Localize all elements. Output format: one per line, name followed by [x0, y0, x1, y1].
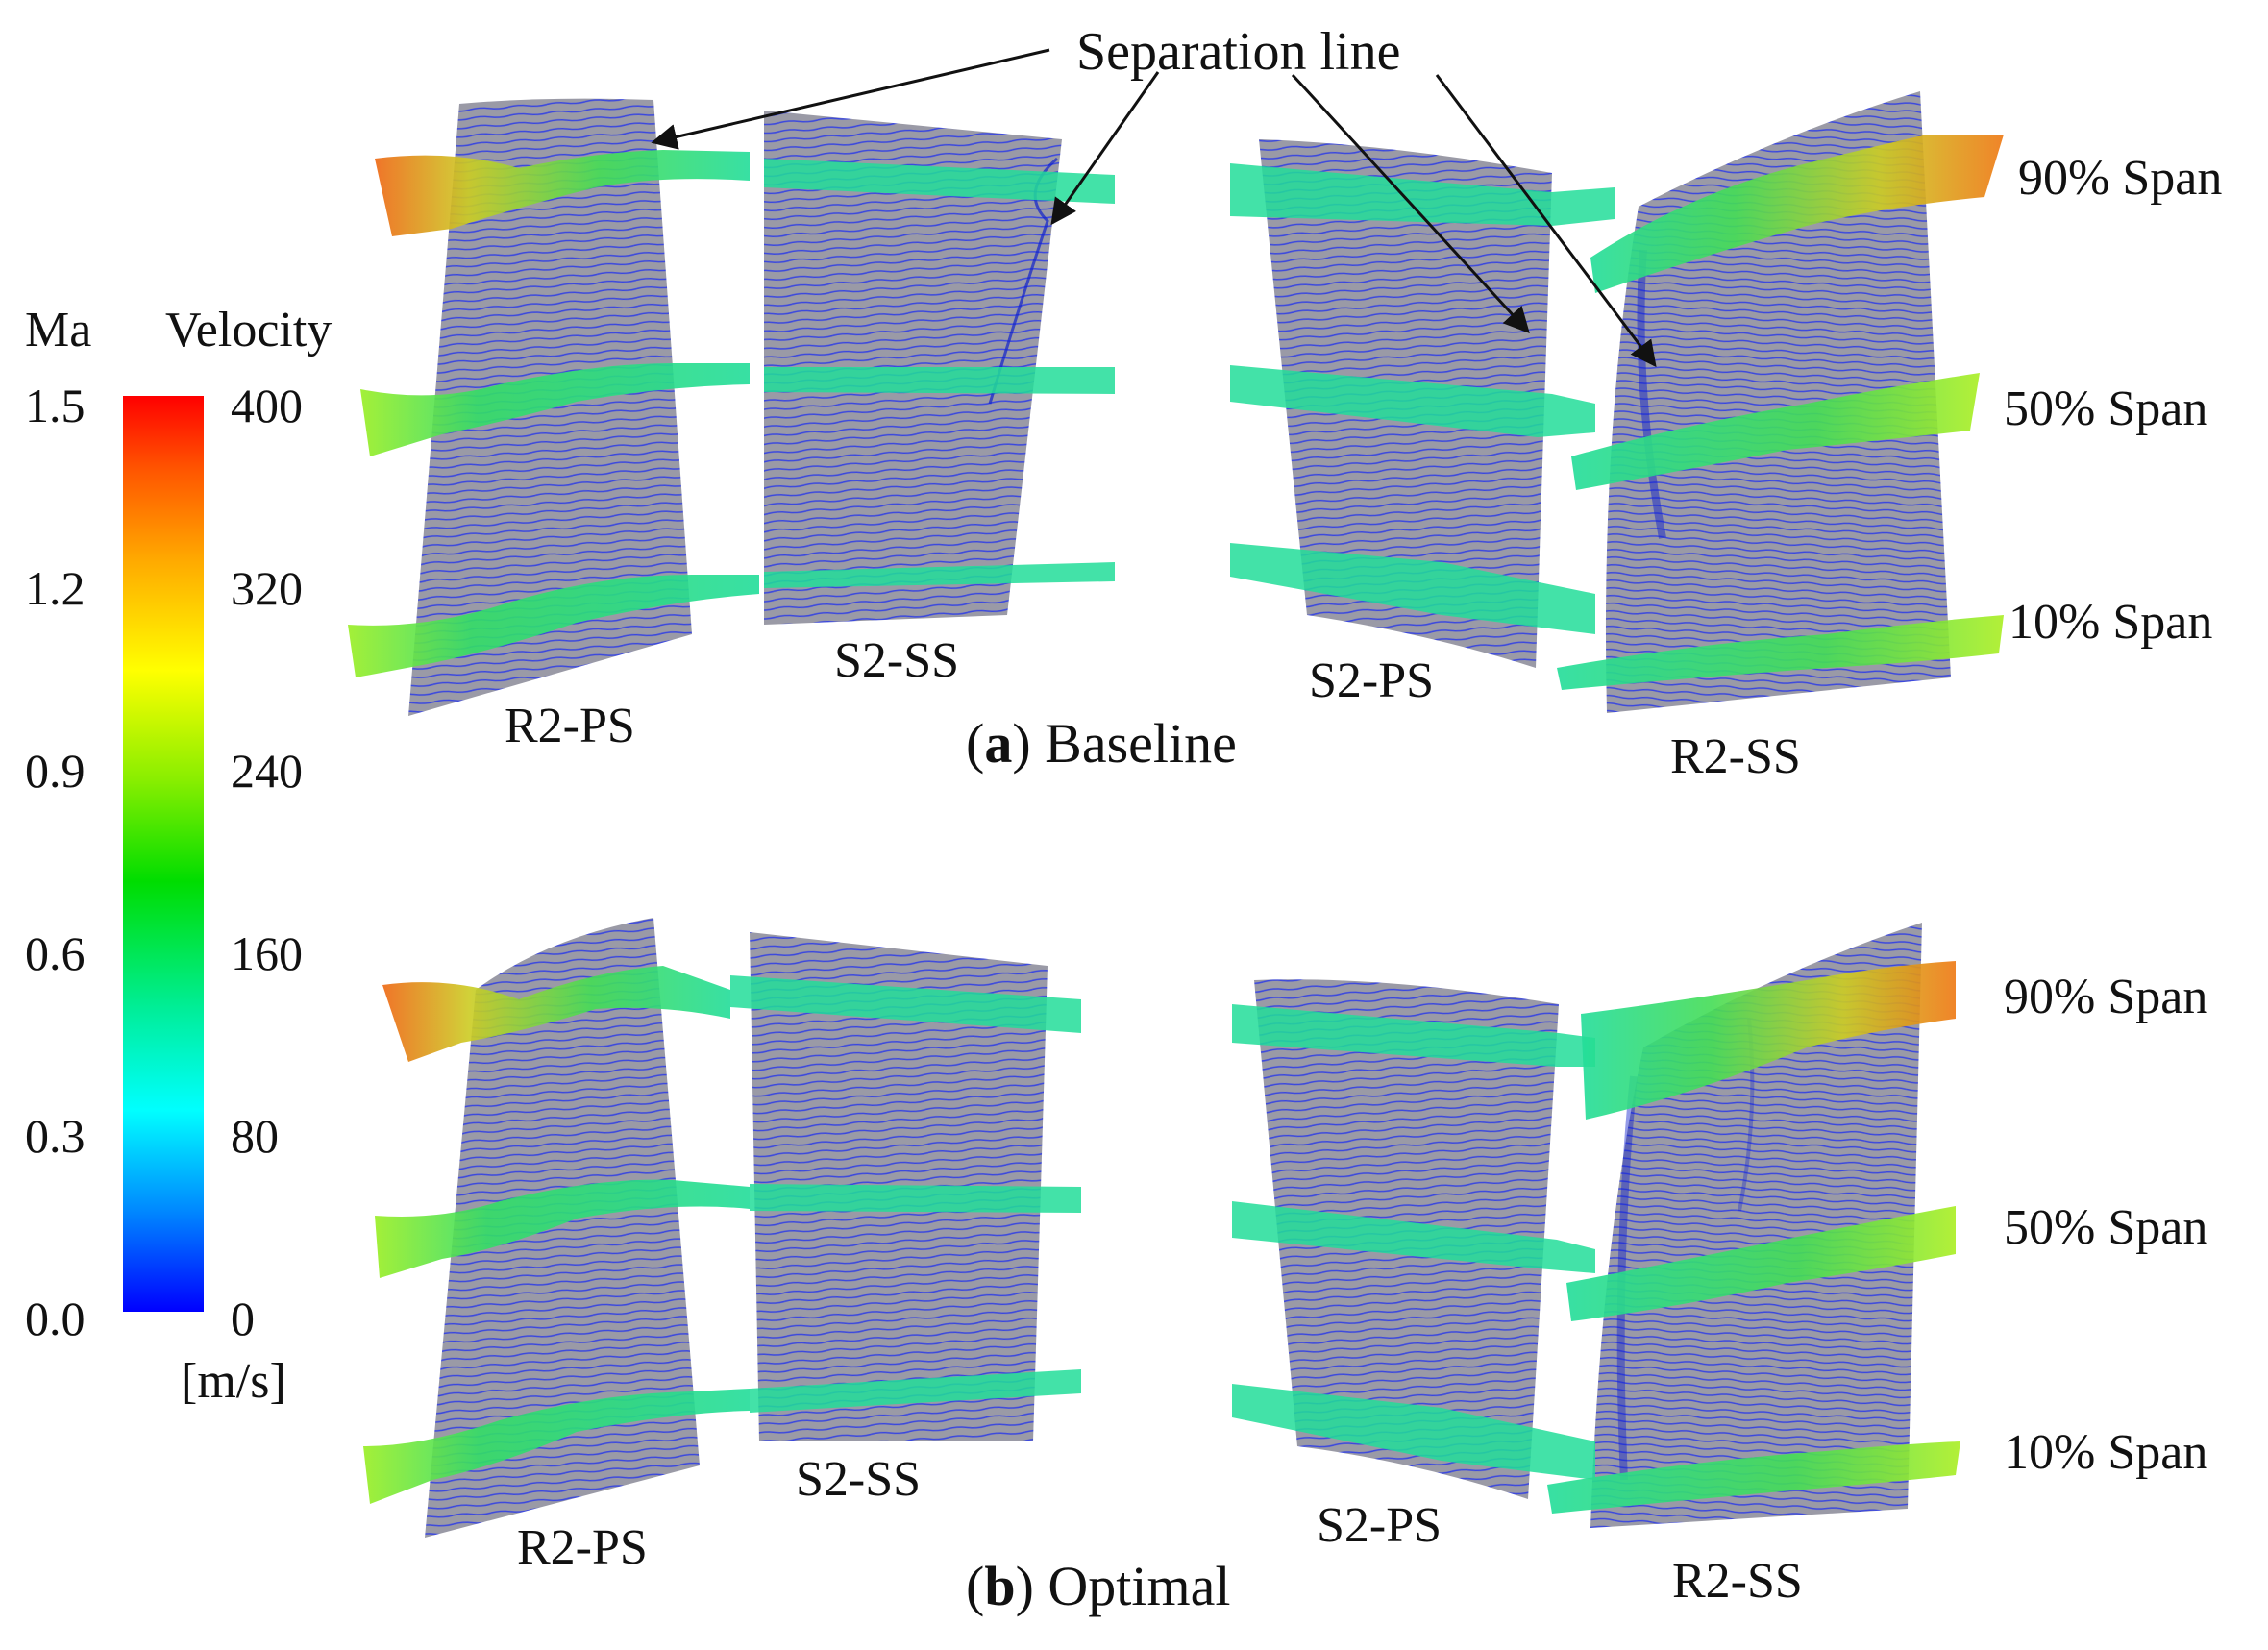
- panel-b-label-s2-ss: S2-SS: [796, 1452, 922, 1507]
- velocity-tick-4: 80: [231, 1109, 279, 1163]
- panel-b-graphics: [363, 918, 1960, 1538]
- panel-a-span-50: 50% Span: [2004, 382, 2208, 436]
- velocity-tick-2: 240: [231, 744, 303, 798]
- panel-a-span-90: 90% Span: [2018, 151, 2223, 206]
- ma-tick-2: 0.9: [25, 744, 86, 798]
- separation-arrow-2: [1050, 71, 1160, 226]
- legend-ma-title: Ma: [25, 303, 92, 357]
- legend-velocity-title: Velocity: [165, 303, 333, 357]
- panel-a-caption: (a) Baseline: [966, 712, 1237, 775]
- panel-b-label-r2-ps: R2-PS: [517, 1520, 648, 1575]
- panel-a-span-10: 10% Span: [2009, 595, 2213, 650]
- velocity-tick-3: 160: [231, 926, 303, 980]
- colorbar: [123, 396, 204, 1312]
- panel-b-caption: (b) Optimal: [966, 1555, 1231, 1617]
- velocity-tick-5: 0: [231, 1292, 255, 1345]
- panel-b-label-r2-ss: R2-SS: [1672, 1554, 1803, 1609]
- panel-a-label-s2-ps: S2-PS: [1309, 653, 1435, 708]
- blade-r2-ps-b: [425, 918, 700, 1538]
- panel-b-caption-letter: b: [984, 1555, 1016, 1617]
- separation-arrow-4: [1435, 74, 1657, 368]
- panel-b-span-50: 50% Span: [2004, 1200, 2208, 1255]
- ma-tick-0: 1.5: [25, 379, 86, 432]
- ma-tick-3: 0.6: [25, 926, 86, 980]
- panel-a-caption-letter: a: [984, 712, 1013, 775]
- separation-arrow-3: [1291, 73, 1530, 333]
- panel-a-caption-text: Baseline: [1030, 712, 1237, 775]
- separation-arrow-1: [651, 48, 1050, 150]
- legend-unit: [m/s]: [181, 1354, 286, 1409]
- panel-b-span-10: 10% Span: [2004, 1425, 2208, 1480]
- separation-line-label: Separation line: [1076, 22, 1401, 82]
- ma-tick-1: 1.2: [25, 561, 86, 615]
- velocity-tick-0: 400: [231, 379, 303, 432]
- panel-b-caption-text: Optimal: [1033, 1555, 1231, 1617]
- panel-b-label-s2-ps: S2-PS: [1317, 1498, 1442, 1553]
- panel-b-span-90: 90% Span: [2004, 970, 2208, 1024]
- panel-a-graphics: [348, 48, 2004, 716]
- ma-tick-5: 0.0: [25, 1292, 86, 1345]
- ma-tick-4: 0.3: [25, 1109, 86, 1163]
- velocity-tick-1: 320: [231, 561, 303, 615]
- panel-a-label-r2-ss: R2-SS: [1670, 729, 1801, 784]
- panel-a-label-s2-ss: S2-SS: [834, 633, 960, 688]
- panel-a-label-r2-ps: R2-PS: [505, 699, 635, 753]
